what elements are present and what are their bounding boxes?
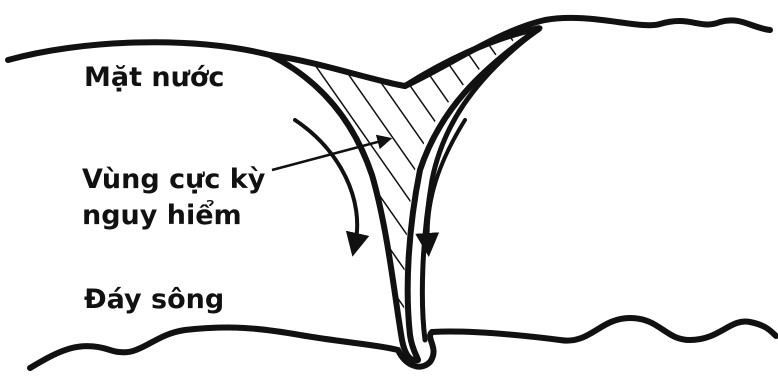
water-surface-label: Mặt nước: [84, 60, 224, 96]
river-bed-label: Đáy sông: [84, 282, 224, 318]
danger-zone-label-line2: nguy hiểm: [82, 198, 242, 234]
down-arrow-icon: [295, 120, 357, 245]
danger-zone-label-line1: Vùng cực kỳ: [82, 162, 265, 198]
